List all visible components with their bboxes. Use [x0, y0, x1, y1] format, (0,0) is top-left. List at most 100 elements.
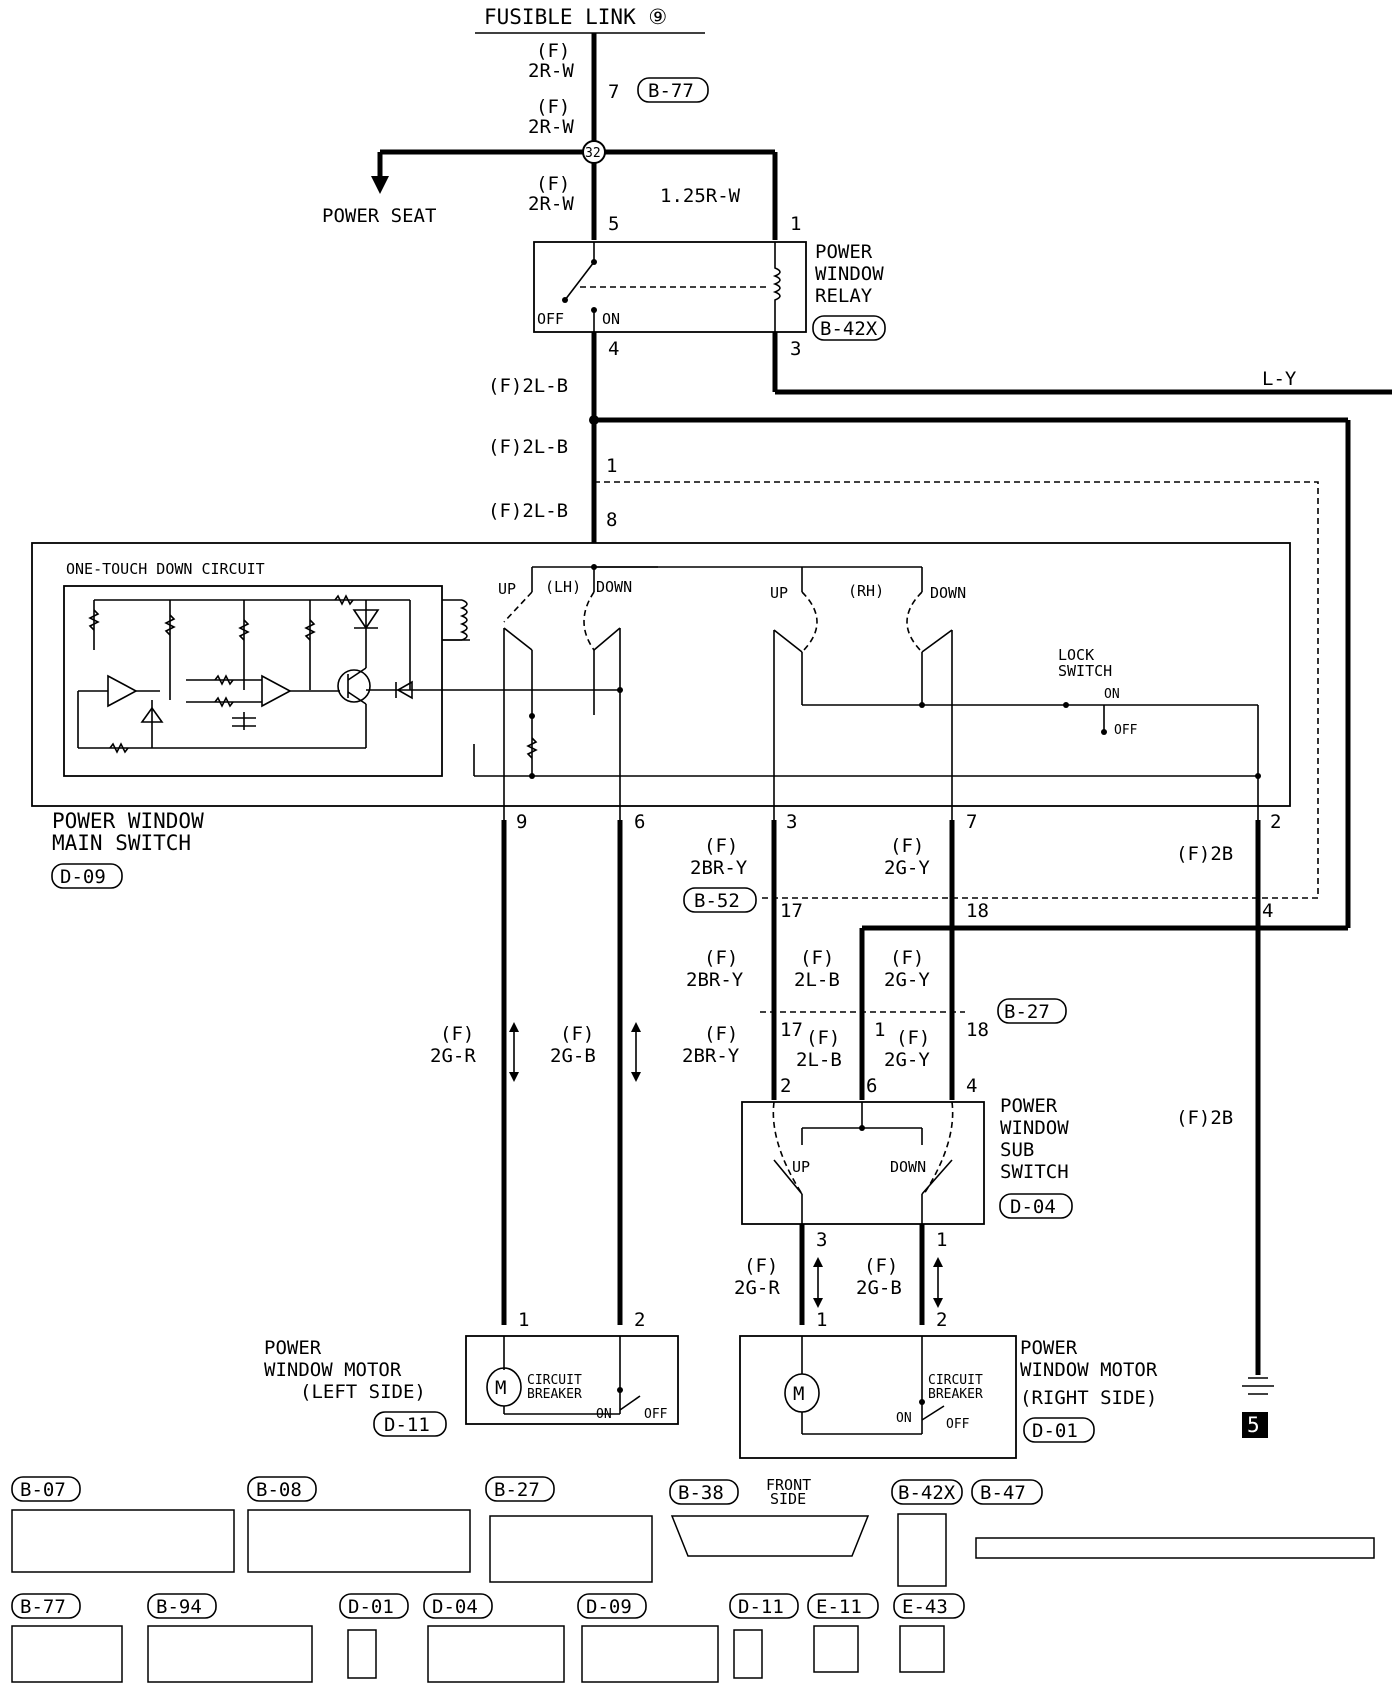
- sub-switch-label-3: SUB: [1000, 1139, 1034, 1161]
- svg-text:D-09: D-09: [586, 1596, 632, 1618]
- relay-on-label: ON: [602, 310, 620, 328]
- lock-on-label: ON: [1104, 687, 1120, 702]
- relay-contact: [564, 261, 595, 301]
- pin-1: 1: [606, 455, 617, 477]
- wire-label-2gb: 2G-B: [856, 1277, 902, 1299]
- rh-down-contact: [921, 629, 953, 653]
- svg-text:B-38: B-38: [678, 1482, 724, 1504]
- wire-tag-f: (F): [806, 1027, 840, 1049]
- wire-label-2bry: 2BR-Y: [690, 857, 748, 879]
- pin-1: 1: [518, 1309, 529, 1331]
- power-window-motor-right-box: [739, 1335, 1017, 1459]
- pin-7: 7: [608, 81, 619, 103]
- svg-text:D-09: D-09: [60, 866, 106, 888]
- power-seat-label: POWER SEAT: [322, 205, 436, 227]
- connector-tag-d11: D-11: [373, 1411, 447, 1437]
- wire-tag-f: (F): [440, 1023, 474, 1045]
- junction-node: [919, 1399, 925, 1405]
- svg-text:B-42X: B-42X: [820, 318, 878, 340]
- svg-text:B-07: B-07: [20, 1479, 66, 1501]
- lock-switch-label-1: LOCK: [1058, 646, 1094, 664]
- direction-arrow-icon: [631, 1022, 641, 1082]
- pin-18: 18: [966, 900, 989, 922]
- svg-text:D-01: D-01: [348, 1596, 394, 1618]
- svg-text:B-42X: B-42X: [898, 1482, 956, 1504]
- wire-label-2lb: 2L-B: [794, 969, 840, 991]
- sub-down-label: DOWN: [890, 1158, 926, 1176]
- sub-switch-label-2: WINDOW: [1000, 1117, 1069, 1139]
- pin-4: 4: [1262, 900, 1273, 922]
- one-touch-down-circuit-box: [63, 585, 443, 777]
- svg-text:D-11: D-11: [384, 1414, 430, 1436]
- motor-right-symbol: M: [793, 1383, 804, 1405]
- wire-label-2gy: 2G-Y: [884, 1049, 930, 1071]
- motor-right-label-1: POWER: [1020, 1337, 1078, 1359]
- power-window-relay-box: [533, 241, 807, 333]
- pin-17: 17: [780, 900, 803, 922]
- one-touch-schematic: [77, 594, 470, 754]
- pin-4: 4: [966, 1075, 977, 1097]
- wire-label-2lb: (F)2L-B: [488, 500, 568, 522]
- pin-4: 4: [608, 338, 619, 360]
- lock-switch-label-2: SWITCH: [1058, 662, 1112, 680]
- connector-face-d09: D-09: [577, 1593, 719, 1683]
- junction-node: [529, 713, 535, 719]
- relay-off-label: OFF: [537, 310, 564, 328]
- front-side-label-1: FRONT: [766, 1476, 811, 1494]
- sub-switch-label-1: POWER: [1000, 1095, 1058, 1117]
- wire-label-2lb: 2L-B: [796, 1049, 842, 1071]
- ground-icon: [1242, 1377, 1274, 1438]
- pin-6: 6: [634, 811, 645, 833]
- wire-label-2gy: 2G-Y: [884, 857, 930, 879]
- splice-label: 32: [585, 146, 601, 161]
- connector-face-e11: E-11: [807, 1593, 879, 1673]
- breaker-left-label-1: CIRCUIT: [527, 1373, 582, 1388]
- junction-node: [617, 1387, 623, 1393]
- sub-up-label: UP: [792, 1158, 810, 1176]
- svg-text:D-04: D-04: [432, 1596, 478, 1618]
- breaker-left-off: OFF: [644, 1407, 668, 1422]
- connector-tag-b42x: B-42X: [812, 315, 886, 341]
- direction-arrow-icon: [933, 1257, 943, 1308]
- pin-2: 2: [634, 1309, 645, 1331]
- wire-label-2lb: (F)2L-B: [488, 375, 568, 397]
- pin-1: 1: [816, 1309, 827, 1331]
- svg-text:D-04: D-04: [1010, 1196, 1056, 1218]
- power-window-sub-switch-box: [741, 1101, 985, 1225]
- rh-up-arc: [801, 591, 818, 653]
- wire-label-2gb: 2G-B: [550, 1045, 596, 1067]
- connector-face-b42x: B-42X: [891, 1479, 963, 1587]
- breaker-right-on: ON: [896, 1411, 912, 1426]
- svg-text:D-01: D-01: [1032, 1420, 1078, 1442]
- connector-face-d01: D-01: [339, 1593, 409, 1679]
- rh-down-arc: [906, 591, 923, 653]
- lh-resistor: [526, 737, 538, 759]
- wire-label-2lb: (F)2L-B: [488, 436, 568, 458]
- ground-number: 5: [1247, 1413, 1260, 1437]
- breaker-left-contact: [619, 1395, 641, 1411]
- connector-tag-d09: D-09: [51, 863, 123, 889]
- power-window-main-switch-box: [31, 542, 1291, 807]
- svg-text:E-43: E-43: [902, 1596, 948, 1618]
- sub-down-arc: [923, 1101, 954, 1195]
- pin-18: 18: [966, 1019, 989, 1041]
- breaker-left-on: ON: [596, 1407, 612, 1422]
- motor-right-label-2: WINDOW MOTOR: [1020, 1359, 1158, 1381]
- connector-tag-d01: D-01: [1023, 1417, 1095, 1443]
- motor-left-label-3: (LEFT SIDE): [300, 1381, 426, 1403]
- svg-text:B-77: B-77: [648, 80, 694, 102]
- wire-tag-f: (F): [704, 1023, 738, 1045]
- arrow-down-icon: [371, 176, 389, 194]
- lock-off-label: OFF: [1114, 723, 1138, 738]
- wire-tag-f: (F): [536, 40, 570, 62]
- wire-label-2bry: 2BR-Y: [682, 1045, 740, 1067]
- relay-label-2: WINDOW: [815, 263, 884, 285]
- junction-node: [529, 773, 535, 779]
- relay-node: [562, 297, 568, 303]
- sub-up-arc: [772, 1101, 803, 1195]
- junction-node: [919, 702, 925, 708]
- pin-3: 3: [816, 1229, 827, 1251]
- wire-label-2b: (F)2B: [1176, 843, 1233, 865]
- rh-label: (RH): [848, 582, 884, 600]
- wire-label-2gr: 2G-R: [430, 1045, 476, 1067]
